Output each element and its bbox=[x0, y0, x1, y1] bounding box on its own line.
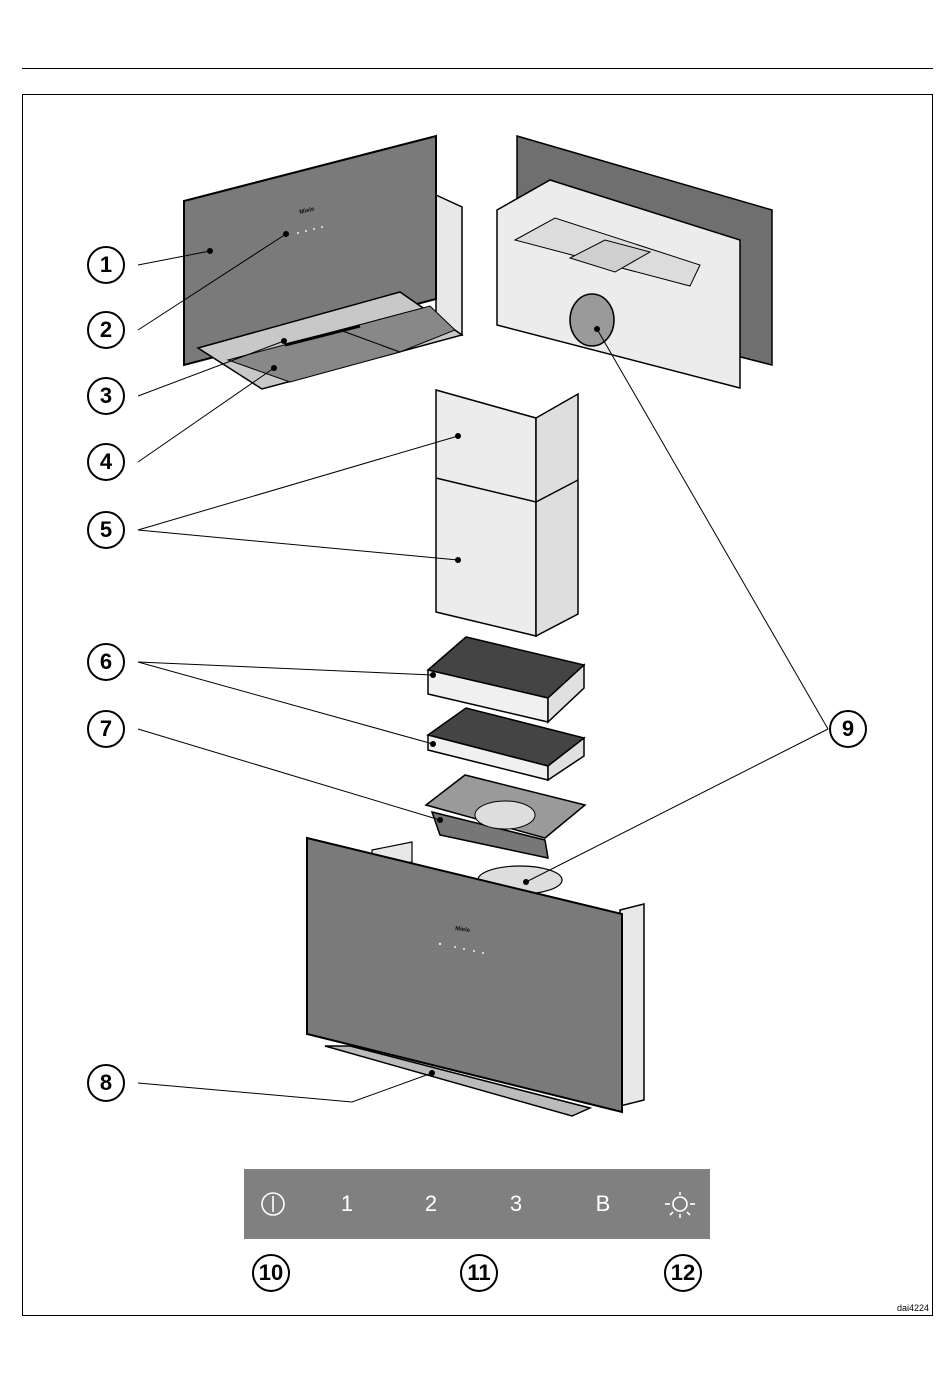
fan-speed-3-button[interactable]: 3 bbox=[509, 1191, 523, 1216]
leader-lines bbox=[137, 233, 829, 1103]
filter-tray bbox=[424, 774, 587, 859]
hood-assembled-view: Miele bbox=[306, 836, 645, 1117]
cover-strip bbox=[324, 1045, 593, 1117]
header-rule bbox=[22, 68, 933, 69]
callout-4: 4 bbox=[87, 443, 125, 481]
light-button[interactable] bbox=[660, 1185, 700, 1223]
booster-button[interactable]: B bbox=[595, 1191, 611, 1216]
callout-6: 6 bbox=[87, 643, 125, 681]
callout-11: 11 bbox=[460, 1254, 498, 1292]
fan-speed-2-button[interactable]: 2 bbox=[424, 1191, 438, 1216]
svg-text:Miele: Miele bbox=[299, 206, 316, 216]
power-icon bbox=[261, 1192, 285, 1216]
figure-frame bbox=[22, 94, 933, 1316]
callout-1: 1 bbox=[87, 246, 125, 284]
callout-10: 10 bbox=[252, 1254, 290, 1292]
svg-text:Miele: Miele bbox=[455, 926, 471, 934]
callout-8: 8 bbox=[87, 1064, 125, 1102]
figure-code: dai4224 bbox=[896, 1303, 929, 1313]
exhaust-outlet bbox=[569, 293, 615, 347]
power-button[interactable] bbox=[253, 1185, 293, 1223]
light-icon bbox=[665, 1192, 695, 1218]
odour-filters bbox=[426, 636, 586, 782]
hood-front-view: Miele bbox=[183, 134, 464, 390]
hood-rear-housing bbox=[496, 135, 773, 389]
callout-3: 3 bbox=[87, 377, 125, 415]
callout-5: 5 bbox=[87, 511, 125, 549]
fan-speed-1-button[interactable]: 1 bbox=[340, 1191, 354, 1216]
chimney-sections bbox=[435, 389, 579, 638]
callout-7: 7 bbox=[87, 710, 125, 748]
callout-2: 2 bbox=[87, 311, 125, 349]
callout-9: 9 bbox=[829, 710, 867, 748]
callout-12: 12 bbox=[664, 1254, 702, 1292]
control-panel bbox=[244, 1169, 710, 1239]
glass-front-panel-bottom bbox=[306, 836, 623, 1114]
